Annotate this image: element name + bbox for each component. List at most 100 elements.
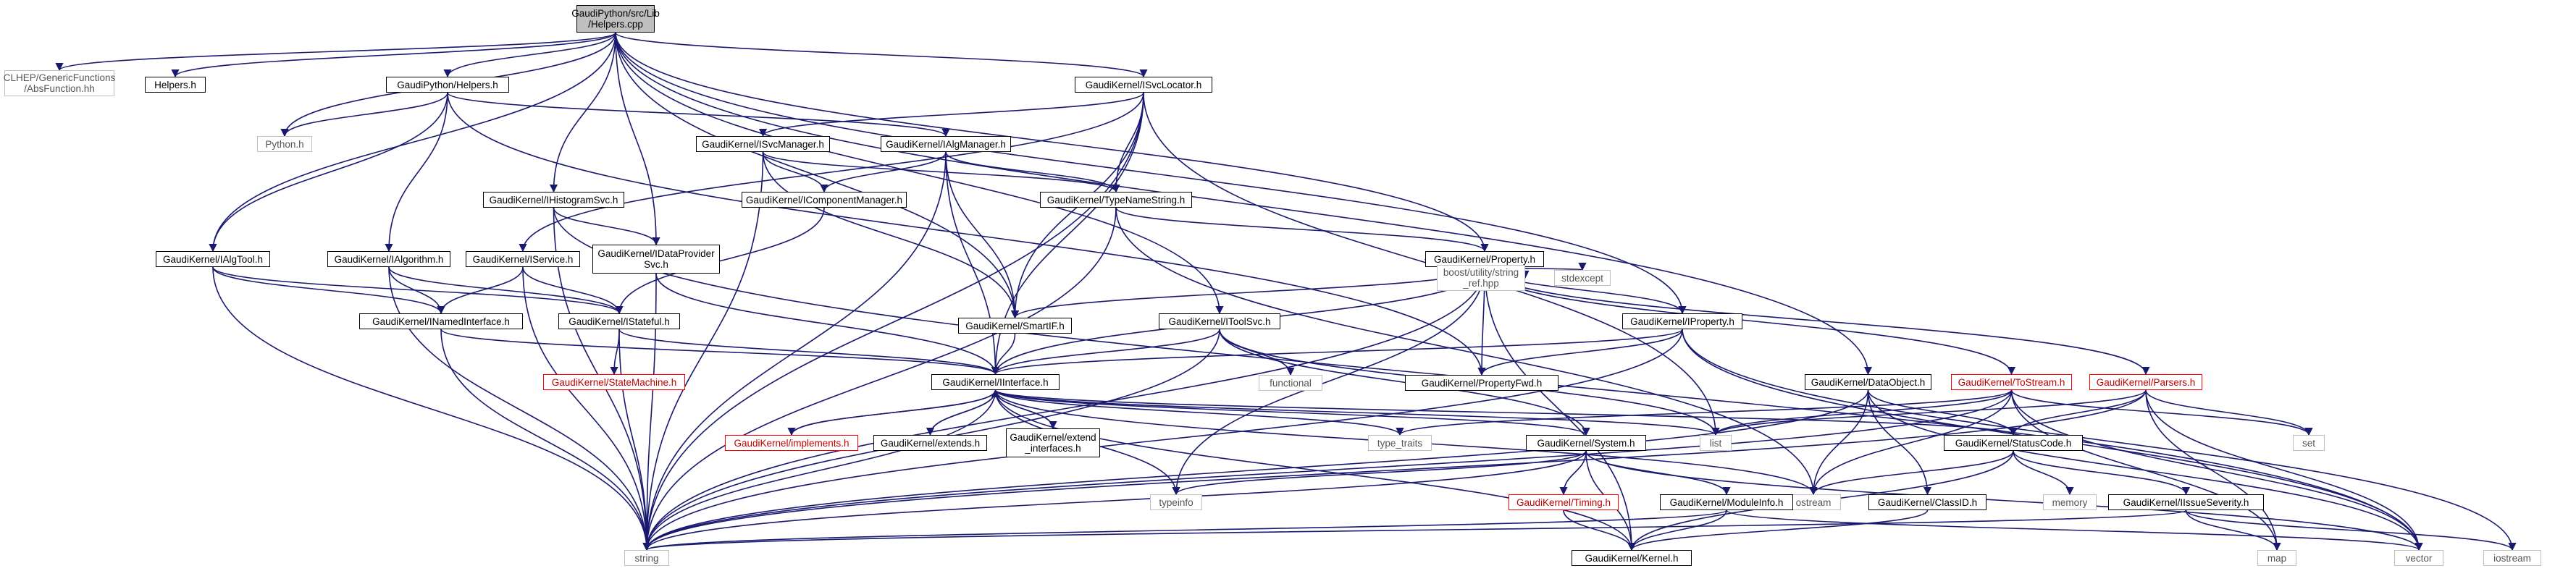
node-python-h: Python.h [257, 136, 312, 152]
edge-iinterface-to-system [994, 389, 1590, 436]
node-itoolsvc[interactable]: GaudiKernel/IToolSvc.h [1159, 313, 1280, 329]
edge-ialgtool-to-inamedinterface [212, 266, 445, 315]
edge-istateful-to-iinterface [618, 329, 999, 376]
node-helpers-h[interactable]: Helpers.h [145, 77, 206, 93]
node-kernel[interactable]: GaudiKernel/Kernel.h [1572, 550, 1692, 566]
edge-iissueseverity-to-iostream [2185, 509, 2517, 551]
edge-ialgorithm-to-istateful [388, 266, 624, 315]
edge-tostream-to-vector [2010, 389, 2423, 551]
node-string: string [624, 550, 669, 566]
node-statuscode[interactable]: GaudiKernel/StatusCode.h [1944, 435, 2083, 451]
edge-helpers-cpp-to-gaudipython-helpers [443, 32, 616, 78]
node-ialgtool[interactable]: GaudiKernel/IAlgTool.h [156, 251, 270, 267]
node-tostream[interactable]: GaudiKernel/ToStream.h [1951, 374, 2072, 390]
edge-extend-interfaces-to-iinterface [991, 389, 1054, 429]
node-extend-interfaces[interactable]: GaudiKernel/extend _interfaces.h [1006, 428, 1100, 457]
edge-moduleinfo-to-string [642, 509, 1727, 551]
edge-tostream-to-set [2010, 389, 2313, 436]
node-idataprovidersvc[interactable]: GaudiKernel/IDataProvider Svc.h [592, 245, 720, 274]
edge-iproperty-to-iostream [1682, 329, 2517, 551]
edge-implements-to-iinterface [791, 389, 1000, 436]
edge-property-to-kernel [1484, 266, 1636, 551]
edge-parsers-to-map [2145, 389, 2281, 551]
edge-isvclocator-to-isvcmanager [759, 92, 1144, 138]
node-implements[interactable]: GaudiKernel/implements.h [725, 435, 858, 451]
edge-typenamestring-to-property [1115, 207, 1489, 253]
edge-classid-to-kernel [1627, 509, 1929, 551]
edge-helpers-cpp-to-dataobject [615, 32, 1873, 376]
edge-statuscode-to-ostream [1809, 450, 2014, 496]
node-iostream: iostream [2483, 550, 2541, 566]
edge-isvcmanager-to-typenamestring [762, 151, 1120, 193]
edge-system-to-string [642, 450, 1587, 551]
edge-iinterface-to-string [642, 389, 997, 551]
node-memory: memory [2043, 494, 2097, 510]
edge-typenamestring-to-ostream [1115, 207, 1818, 496]
edge-isvclocator-to-string [642, 92, 1144, 551]
edge-iissueseverity-to-string [643, 509, 2187, 551]
edge-property-to-string [642, 266, 1485, 551]
node-gaudipython-helpers[interactable]: GaudiPython/Helpers.h [386, 77, 509, 93]
edge-property-to-typeinfo [1172, 266, 1485, 496]
node-istateful[interactable]: GaudiKernel/IStateful.h [558, 313, 680, 329]
edge-tostream-to-type-traits [1396, 389, 2013, 436]
node-moduleinfo[interactable]: GaudiKernel/ModuleInfo.h [1660, 494, 1793, 510]
edge-helpers-cpp-to-ihistogramsvc [549, 32, 616, 193]
node-stdexcept: stdexcept [1554, 270, 1611, 286]
edge-statuscode-to-memory [2013, 450, 2074, 496]
node-helpers-cpp: GaudiPython/src/Lib /Helpers.cpp [571, 5, 660, 33]
node-ihistogramsvc[interactable]: GaudiKernel/IHistogramSvc.h [483, 192, 624, 208]
node-ialgorithm[interactable]: GaudiKernel/IAlgorithm.h [327, 251, 450, 267]
node-boost-string-ref: boost/utility/string _ref.hpp [1437, 265, 1525, 291]
node-iinterface[interactable]: GaudiKernel/IInterface.h [931, 374, 1060, 390]
edge-inamedinterface-to-string [440, 329, 651, 551]
node-set: set [2293, 435, 2325, 451]
edge-statuscode-to-iissueseverity [2013, 450, 2191, 496]
node-iservice[interactable]: GaudiKernel/IService.h [466, 251, 580, 267]
edge-gaudipython-helpers-to-ialgmanager [447, 92, 950, 138]
edge-dataobject-to-ostream [1809, 389, 1869, 496]
node-map: map [2257, 550, 2296, 566]
node-statemachine[interactable]: GaudiKernel/StateMachine.h [543, 374, 685, 390]
edge-gaudipython-helpers-to-python-h [280, 92, 448, 138]
node-isvclocator[interactable]: GaudiKernel/ISvcLocator.h [1075, 77, 1212, 93]
node-vector: vector [2394, 550, 2443, 566]
edge-helpers-cpp-to-smartif [615, 32, 1020, 319]
node-propertyfwd[interactable]: GaudiKernel/PropertyFwd.h [1405, 375, 1558, 391]
node-type-traits: type_traits [1368, 435, 1432, 451]
node-system[interactable]: GaudiKernel/System.h [1526, 435, 1646, 451]
node-iissueseverity[interactable]: GaudiKernel/IIssueSeverity.h [2108, 494, 2264, 510]
edge-idataprovidersvc-to-iinterface [655, 273, 1000, 376]
edge-helpers-cpp-to-property [615, 32, 1489, 253]
edge-isvcmanager-to-smartif [762, 151, 1020, 319]
edge-iinterface-to-statuscode [994, 389, 2018, 436]
node-timing[interactable]: GaudiKernel/Timing.h [1509, 494, 1619, 510]
node-smartif[interactable]: GaudiKernel/SmartIF.h [958, 318, 1072, 334]
node-extends[interactable]: GaudiKernel/extends.h [873, 435, 987, 451]
edge-tostream-to-map [2010, 389, 2281, 551]
node-dataobject[interactable]: GaudiKernel/DataObject.h [1805, 374, 1931, 390]
node-typeinfo: typeinfo [1150, 494, 1202, 510]
edge-iservice-to-inamedinterface [437, 266, 524, 315]
edge-helpers-cpp-to-isvclocator [615, 32, 1148, 78]
edge-helpers-cpp-to-itoolsvc [615, 32, 1224, 315]
edge-system-to-typeinfo [1172, 450, 1587, 496]
node-functional: functional [1259, 375, 1322, 391]
node-inamedinterface[interactable]: GaudiKernel/INamedInterface.h [359, 313, 523, 329]
node-isvcmanager[interactable]: GaudiKernel/ISvcManager.h [696, 136, 830, 152]
node-icomponentmanager[interactable]: GaudiKernel/IComponentManager.h [742, 192, 907, 208]
edge-parsers-to-string [642, 389, 2147, 551]
edge-parsers-to-statuscode [2009, 389, 2147, 436]
node-ialgmanager[interactable]: GaudiKernel/IAlgManager.h [881, 136, 1011, 152]
edge-dataobject-to-classid [1867, 389, 1932, 496]
edge-typenamestring-to-string [642, 207, 1117, 551]
edge-gaudipython-helpers-to-ialgorithm [385, 92, 448, 253]
edge-itoolsvc-to-system [1219, 329, 1590, 436]
edge-parsers-to-set [2145, 389, 2313, 436]
edge-gaudipython-helpers-to-propertyfwd [447, 92, 1486, 376]
node-iproperty[interactable]: GaudiKernel/IProperty.h [1622, 313, 1742, 329]
node-typenamestring[interactable]: GaudiKernel/TypeNameString.h [1040, 192, 1192, 208]
node-parsers[interactable]: GaudiKernel/Parsers.h [2089, 374, 2202, 390]
node-classid[interactable]: GaudiKernel/ClassID.h [1868, 494, 1986, 510]
